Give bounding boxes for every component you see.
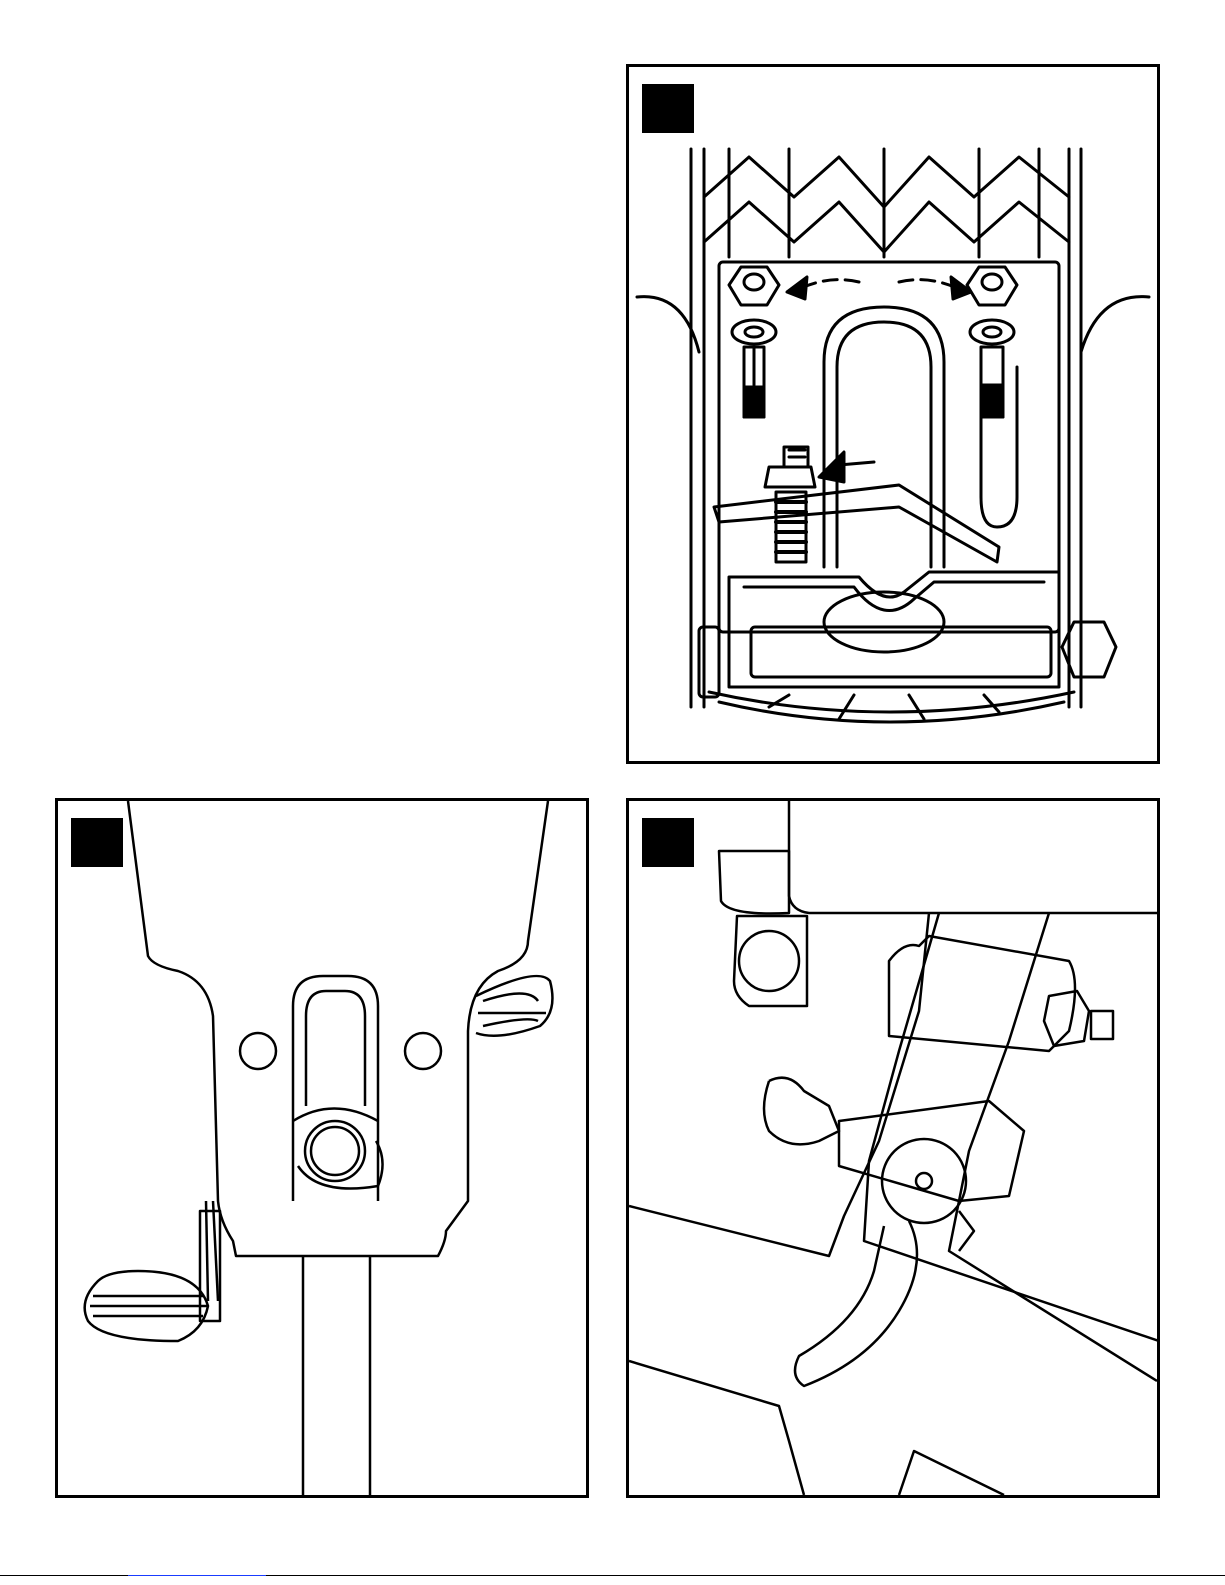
seat-clamp-lever-illustration: [629, 801, 1157, 1495]
figure-panel-top: [626, 64, 1160, 764]
figure-panel-bottom-left: [55, 798, 589, 1498]
seat-slot-illustration: [58, 801, 586, 1495]
bolt-assembly-illustration: [629, 67, 1157, 761]
figure-panel-bottom-right: [626, 798, 1160, 1498]
footer-link-underline[interactable]: [128, 1575, 266, 1576]
